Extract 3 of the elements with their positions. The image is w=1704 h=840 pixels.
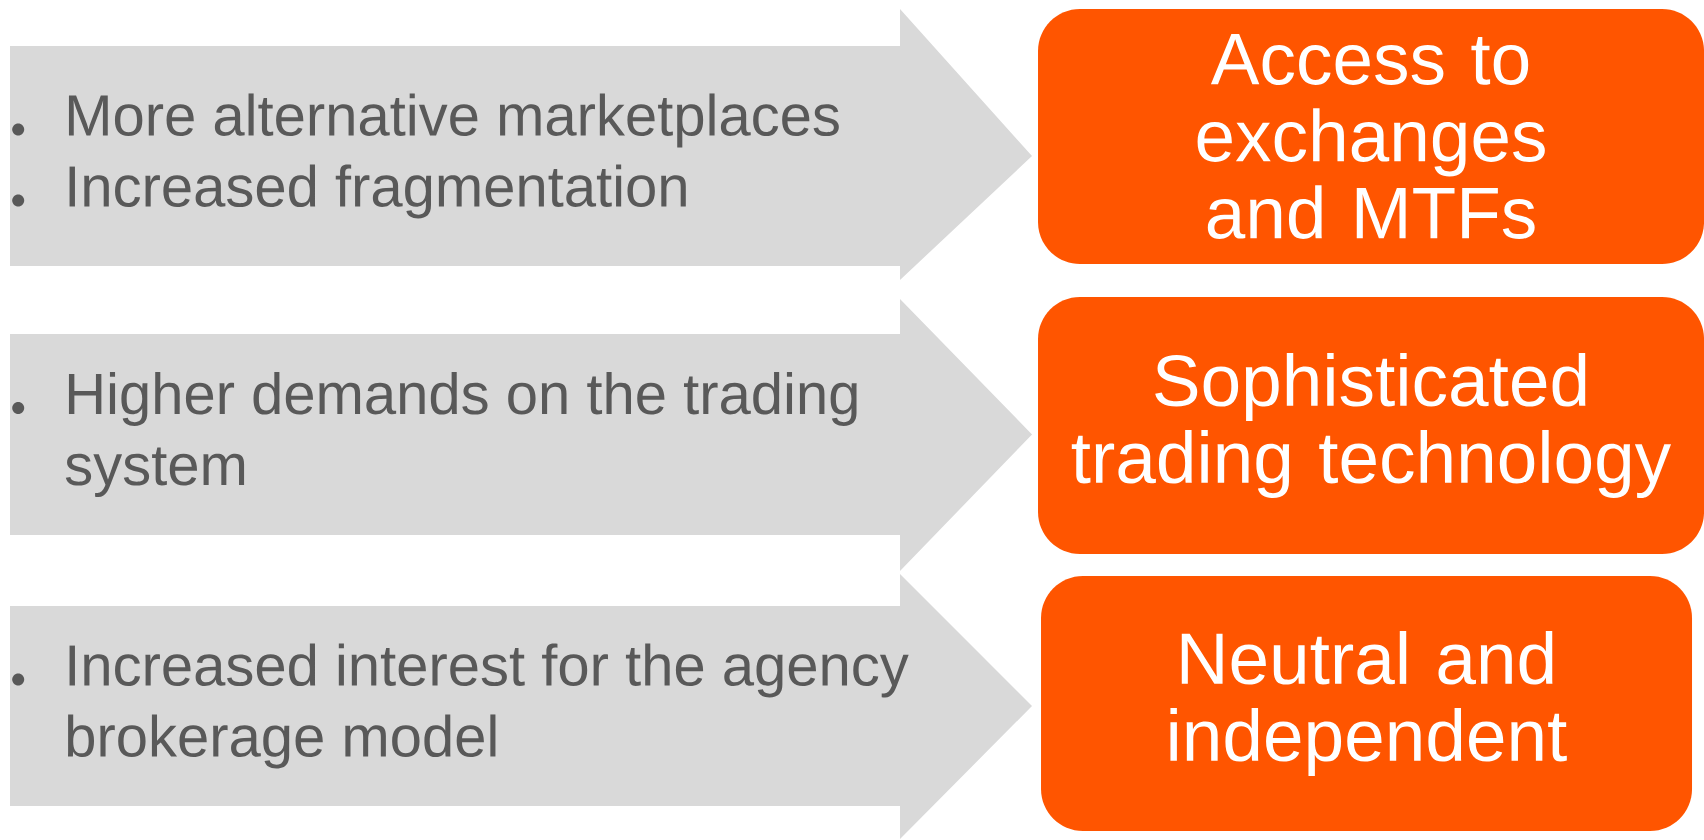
rounded-box: Access to exchanges and MTFs — [1038, 9, 1704, 264]
rounded-box: Sophisticated trading technology — [1038, 297, 1704, 554]
rounded-box: Neutral and independent — [1041, 576, 1692, 831]
